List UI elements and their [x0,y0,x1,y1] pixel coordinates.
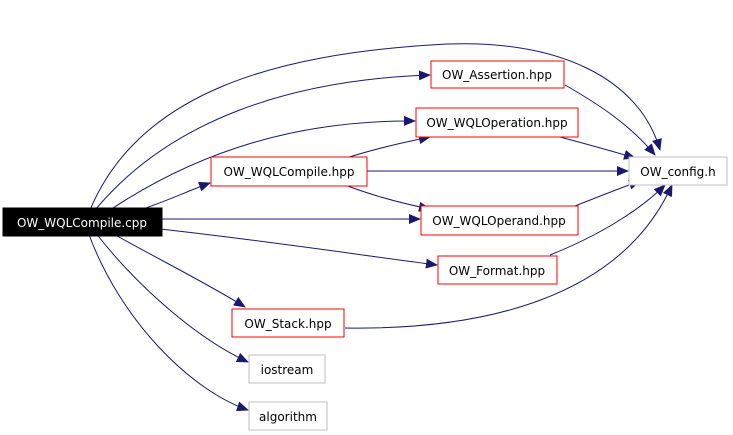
edge-root-to-format [159,228,438,269]
edge-root-to-iostream [94,231,249,363]
edge-stack-to-config [344,184,673,329]
edge-root-to-compile-hpp [139,181,211,211]
edge-root-to-operation [109,115,416,211]
edge-root-to-algorithm [87,231,249,412]
node-config[interactable]: OW_config.h [628,156,728,186]
edge-operation-to-config [559,136,636,160]
node-operation-label: OW_WQLOperation.hpp [426,116,567,130]
node-compile-hpp[interactable]: OW_WQLCompile.hpp [210,156,368,187]
node-stack[interactable]: OW_Stack.hpp [231,308,345,338]
node-config-label: OW_config.h [640,165,715,179]
node-operand-label: OW_WQLOperand.hpp [432,214,566,228]
edge-format-to-config [549,184,666,256]
node-operation[interactable]: OW_WQLOperation.hpp [415,107,579,138]
node-format-label: OW_Format.hpp [449,264,545,278]
node-assertion[interactable]: OW_Assertion.hpp [430,60,565,89]
node-assertion-label: OW_Assertion.hpp [442,68,552,82]
edge-root-to-config [89,43,662,211]
node-root[interactable]: OW_WQLCompile.cpp [2,207,163,237]
edge-compile-hpp-to-operand [339,182,431,212]
node-algorithm-label: algorithm [259,410,317,424]
edge-root-to-stack [109,231,246,308]
node-compile-hpp-label: OW_WQLCompile.hpp [223,165,354,179]
node-root-label: OW_WQLCompile.cpp [17,216,147,230]
node-format[interactable]: OW_Format.hpp [437,255,558,285]
edge-assertion-to-config [564,84,656,156]
node-iostream-label: iostream [261,363,314,377]
edge-root-to-assertion [94,70,431,211]
node-algorithm[interactable]: algorithm [248,401,328,431]
node-stack-label: OW_Stack.hpp [244,317,331,331]
node-iostream[interactable]: iostream [248,354,326,384]
node-operand[interactable]: OW_WQLOperand.hpp [420,205,579,236]
